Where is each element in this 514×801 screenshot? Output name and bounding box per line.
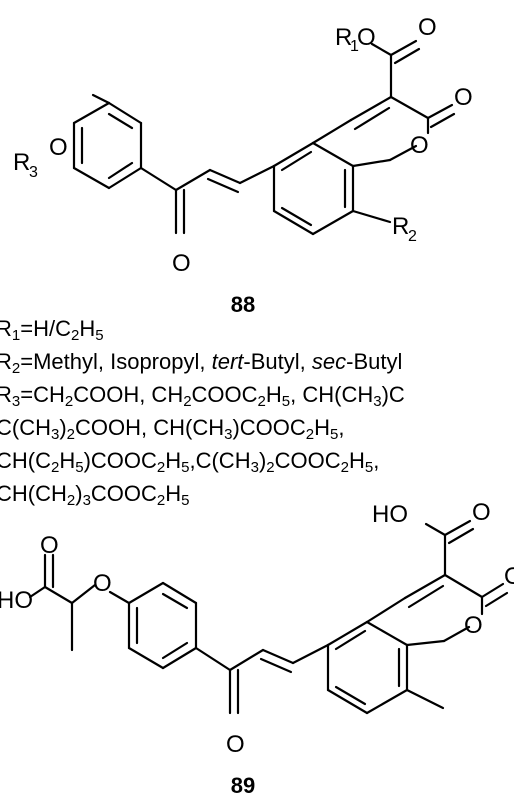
compound-88-atom-labels: R 1 O O O O R 3 O R 2 O [13, 14, 473, 277]
bond [228, 648, 265, 672]
acid-carbonyl-oxygen: O [472, 499, 491, 526]
bond [206, 177, 240, 194]
bond [405, 688, 445, 710]
compound-89-structure [28, 519, 509, 715]
compound-89-number: 89 [231, 773, 255, 798]
r2-label: R [392, 213, 409, 240]
bond [424, 522, 447, 537]
bond [480, 582, 505, 599]
lactone-carbonyl-oxygen: O [454, 84, 473, 111]
r3-label: R [13, 149, 30, 176]
bond [174, 168, 212, 192]
bond [238, 164, 276, 185]
ether-oxygen: O [93, 570, 112, 597]
bond [107, 161, 134, 180]
r3-definition-line-4: CH(CH2)3COOC2H5 [0, 481, 190, 509]
bond [351, 158, 392, 168]
bond [311, 118, 353, 145]
bond [370, 42, 393, 57]
bond [280, 150, 313, 172]
enone-oxygen: O [226, 731, 245, 758]
bond [194, 646, 232, 672]
bond [405, 639, 446, 647]
bond [311, 141, 355, 168]
bond [429, 112, 456, 129]
compound-89-atom-labels: HO O O O HO O O O [0, 499, 514, 758]
bond [107, 166, 143, 190]
lactic-carbonyl-oxygen: O [40, 532, 59, 559]
bond [388, 144, 418, 162]
bond [161, 592, 189, 610]
bond [484, 591, 509, 608]
lactic-hydroxyl: HO [0, 587, 33, 614]
bond [365, 688, 409, 715]
r3-definition: R3=CH2COOH, CH2COOC2H5, CH(CH3)C [0, 382, 405, 410]
bond [443, 519, 472, 537]
bond [272, 209, 315, 236]
bond [334, 629, 367, 651]
bond [261, 648, 295, 665]
bond [351, 209, 392, 224]
bond [426, 103, 454, 120]
bond [70, 583, 97, 605]
r3-definition-line-3: CH(C2H5)COOC2H5,C(CH3)2COOC2H5, [0, 448, 380, 476]
bond [326, 620, 369, 647]
ring-oxygen: O [464, 612, 483, 639]
bond [43, 585, 74, 605]
bond [365, 620, 409, 647]
bond [127, 581, 165, 605]
bond [127, 646, 165, 670]
bond [407, 584, 445, 609]
r1-oxygen: O [357, 24, 376, 51]
r1-label: R [335, 24, 352, 51]
bond [443, 573, 484, 599]
lactone-carbonyl-oxygen: O [504, 563, 514, 590]
bond [107, 112, 134, 130]
compound-88-number: 88 [231, 292, 255, 317]
bond [311, 209, 355, 236]
bond [280, 206, 313, 227]
r1-subscript: 1 [350, 38, 359, 55]
bond [72, 166, 111, 190]
bond [447, 527, 475, 545]
bond [161, 646, 198, 670]
r2-definition: R2=Methyl, Isopropyl, tert-Butyl, sec-Bu… [0, 349, 403, 377]
bond [107, 101, 143, 125]
bond [139, 166, 178, 192]
bond [389, 95, 430, 120]
bond [259, 657, 293, 674]
bond [28, 585, 47, 599]
bond [334, 685, 367, 706]
ring-oxygen: O [410, 132, 429, 159]
r3-oxygen: O [49, 134, 68, 161]
bond [108, 590, 131, 605]
bond [389, 39, 418, 57]
bond [353, 106, 391, 131]
bond [161, 641, 189, 660]
bond [72, 101, 111, 125]
r3-subscript: 3 [29, 164, 38, 181]
r3-definition-line-2: C(CH3)2COOH, CH(CH3)COOC2H5, [0, 415, 345, 443]
bond [403, 573, 447, 600]
acid-hydroxyl: HO [372, 501, 408, 528]
compound-88-structure [72, 39, 456, 236]
enone-oxygen: O [172, 250, 191, 277]
bond [272, 141, 315, 168]
r2-subscript: 2 [408, 228, 417, 245]
bond [365, 596, 407, 624]
bond [349, 95, 393, 122]
bond [442, 625, 471, 643]
bond [291, 643, 330, 665]
bond [161, 581, 198, 605]
r1-definition: R1=H/C2H5 [0, 316, 104, 344]
bond [326, 688, 369, 715]
bond [208, 168, 242, 185]
ester-carbonyl-oxygen: O [418, 14, 437, 41]
bond [91, 93, 111, 105]
bond [393, 47, 421, 65]
